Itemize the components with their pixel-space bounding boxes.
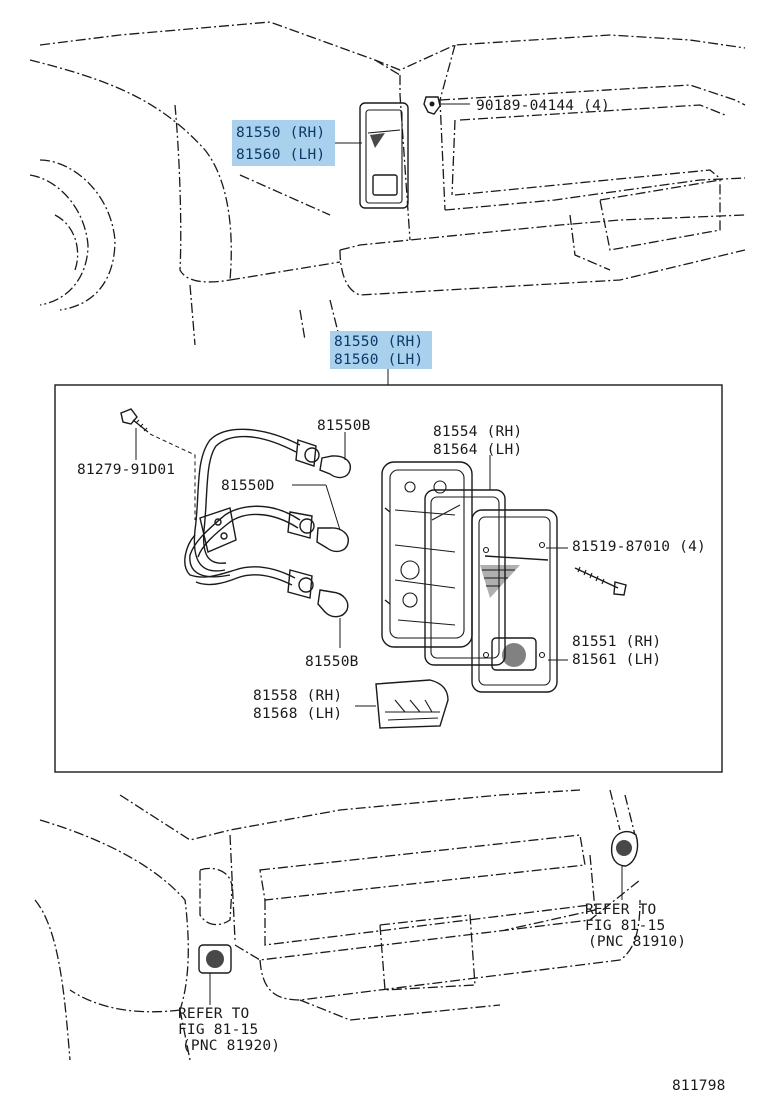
bulb-top-icon	[319, 455, 352, 479]
wiring-harness	[184, 428, 301, 586]
ref-right-line1: REFER TO	[585, 902, 656, 918]
reflector-lh-label: 81568 (LH)	[253, 706, 342, 722]
bolt-icon	[120, 408, 149, 433]
assembly-callout[interactable]: 81550 (RH) 81560 (LH)	[330, 331, 432, 369]
exploded-view-box: 81279-91D01 81550B	[54, 384, 723, 773]
assembly-rh: 81550 (RH)	[334, 334, 423, 350]
gasket-lh-label: 81564 (LH)	[433, 442, 522, 458]
ref-right-line3: (PNC 81910)	[588, 934, 686, 950]
figure-number: 811798	[672, 1078, 726, 1094]
top-callout-rh: 81550 (RH)	[236, 125, 325, 141]
bulb-socket-top	[295, 439, 320, 467]
bulb-socket-bottom	[287, 569, 314, 599]
ref-left-line3: (PNC 81920)	[182, 1038, 280, 1054]
bulb-middle-label: 81550D	[221, 478, 275, 494]
lens-rh-label: 81551 (RH)	[572, 634, 661, 650]
ref-right-line2: FIG 81-15	[585, 918, 665, 934]
ref-left-line2: FIG 81-15	[178, 1022, 258, 1038]
ref-left-line1: REFER TO	[178, 1006, 249, 1022]
screw-clip-icon	[423, 96, 441, 115]
bulb-bottom-label: 81550B	[305, 654, 359, 670]
reflector-rh-label: 81558 (RH)	[253, 688, 342, 704]
bulb-top-label: 81550B	[317, 418, 371, 434]
side-marker-right-icon	[610, 830, 639, 867]
side-marker-left-icon	[198, 944, 232, 974]
top-callout[interactable]: 81550 (RH) 81560 (LH)	[232, 120, 335, 166]
screw-right-label: 81519-87010 (4)	[572, 539, 706, 555]
lens-lh-label: 81561 (LH)	[572, 652, 661, 668]
top-vehicle-view	[29, 21, 746, 346]
bulb-socket-middle	[287, 511, 315, 539]
top-callout-highlight	[232, 120, 335, 166]
assembly-callout-highlight	[330, 331, 432, 369]
lamp-lens	[471, 509, 558, 693]
bulb-middle-icon	[316, 527, 349, 553]
bolt-left-label: 81279-91D01	[77, 462, 175, 478]
screw-top-label: 90189-04144 (4)	[476, 98, 610, 114]
reflector	[375, 679, 449, 729]
gasket-rh-label: 81554 (RH)	[433, 424, 522, 440]
top-callout-lh: 81560 (LH)	[236, 147, 325, 163]
screw-right-icon	[574, 566, 627, 596]
bottom-vehicle-view	[34, 789, 641, 1061]
tail-lamp-installed	[359, 102, 409, 209]
bulb-bottom-icon	[317, 589, 349, 618]
assembly-lh: 81560 (LH)	[334, 352, 423, 368]
